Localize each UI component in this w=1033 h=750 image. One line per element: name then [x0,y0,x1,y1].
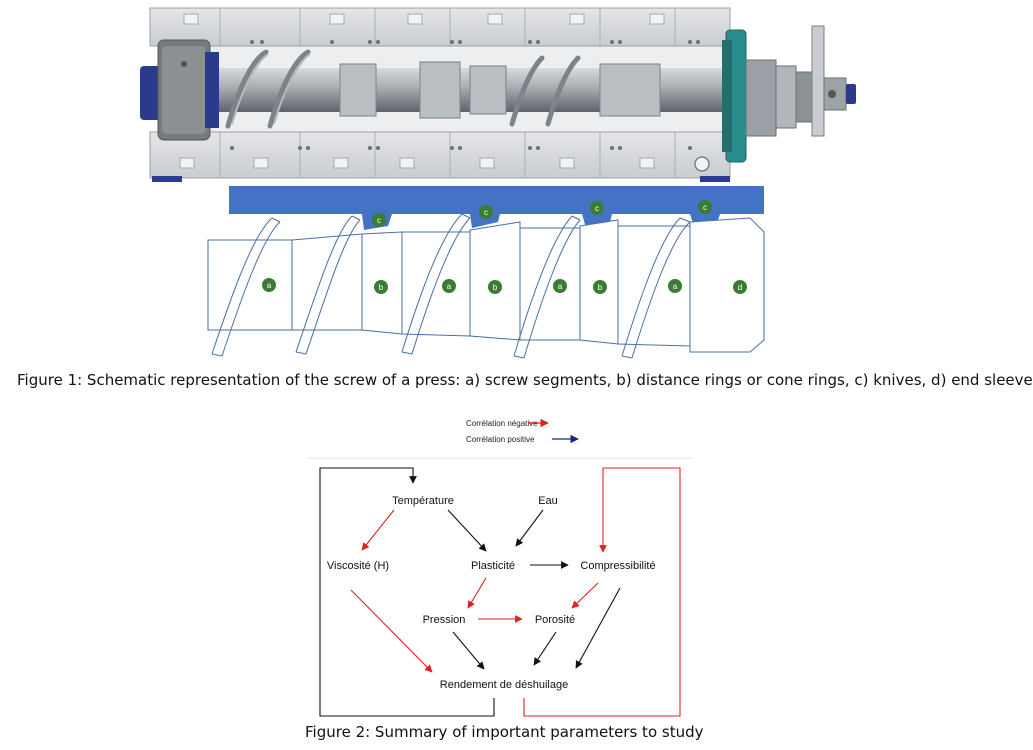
segment-label-1: a [267,281,272,290]
legend: Corrélation négative Corrélation positiv… [466,418,579,444]
figure1-caption: Figure 1: Schematic representation of th… [17,371,1033,389]
figure2-caption: Figure 2: Summary of important parameter… [305,723,704,741]
legend-negative-label: Corrélation négative [466,419,538,428]
knife-label-4: c [703,203,707,212]
segment-label-5: a [558,282,563,291]
segment-marker-3 [442,279,456,293]
screw-flights [211,213,691,359]
arrow-compressibilite-porosite [571,582,599,609]
segment-label-7: a [673,282,678,291]
knife-marker-1 [372,213,386,227]
segment-label-3: a [447,282,452,291]
knife-marker-2 [479,205,493,219]
knife-label-3: c [595,204,599,213]
arrow-rendement-temperature-loop [319,467,495,717]
segment-label-4: b [493,283,498,292]
knife-bar [229,186,764,214]
screw-schematic: a b a b a b a d c c c c [207,186,765,359]
segment-marker-7 [668,279,682,293]
node-compressibilite: Compressibilité [580,560,655,572]
arrow-rendement-compressibilite-loop [523,467,681,717]
arrow-pression-rendement [452,631,485,670]
arrow-temperature-viscosite [361,509,395,551]
segment-marker-5 [553,279,567,293]
knife-marker-3 [590,201,604,215]
press-illustration [140,7,856,182]
knife-label-1: c [377,216,381,225]
segment-label-2: b [379,283,384,292]
node-plasticite: Plasticité [471,560,515,572]
arrow-temperature-plasticite [447,509,487,552]
node-porosite: Porosité [535,614,575,626]
parameter-diagram: Température Eau Viscosité (H) Plasticité… [319,467,681,717]
segment-label-8: d [738,283,742,292]
figures-canvas: a b a b a b a d c c c c Corrélation négative Corré… [140,7,856,717]
segment-marker-2 [374,280,388,294]
segment-label-6: b [598,283,603,292]
node-viscosite: Viscosité (H) [327,560,389,572]
knife-label-2: c [484,208,488,217]
knife-marker-4 [698,200,712,214]
arrow-eau-plasticite [515,509,544,547]
segment-marker-6 [593,280,607,294]
knife-labels: c c c c [372,200,712,227]
node-pression: Pression [423,614,466,626]
arrow-compressibilite-rendement [575,587,621,669]
arrow-porosite-rendement [533,631,557,666]
node-temperature: Température [392,495,454,507]
segment-marker-8 [733,280,747,294]
node-rendement: Rendement de déshuilage [440,679,568,691]
node-eau: Eau [538,495,558,507]
arrow-plasticite-pression [467,577,487,609]
segment-marker-1 [262,278,276,292]
arrow-viscosite-rendement [350,589,433,673]
segment-marker-4 [488,280,502,294]
legend-positive-label: Corrélation positive [466,435,535,444]
